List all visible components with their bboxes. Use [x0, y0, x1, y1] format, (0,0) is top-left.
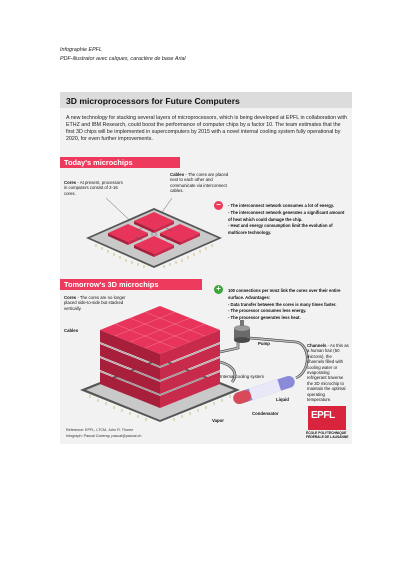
today-cables-label: Cables - The cores are placed next to ea… — [170, 172, 229, 194]
today-section-bar — [60, 157, 180, 168]
interconnect-cables — [135, 227, 173, 241]
drawback-item: - The interconnect network generates a s… — [228, 209, 345, 222]
pump-label: Pump — [258, 341, 270, 346]
title-bar — [60, 92, 352, 108]
tomorrow-chip-illustration — [80, 306, 309, 422]
footer-reference: Reference: EPFL, LTCM, John R. Thome — [66, 428, 134, 432]
epfl-logo-subtitle: ÉCOLE POLYTECHNIQUE FÉDÉRALE DE LAUSANNE — [306, 431, 349, 439]
plus-icon: + — [214, 285, 223, 294]
advantage-item: - The processor generates less heat. — [228, 315, 301, 321]
advantage-item: - Data transfer between the cores is man… — [228, 301, 337, 307]
tomorrow-section-title: Tomorrow's 3D microchips — [64, 280, 159, 289]
core-block-left — [108, 224, 148, 245]
condensator-label: Condensator — [252, 411, 279, 416]
today-chip-illustration — [86, 197, 222, 268]
minus-icon: − — [214, 201, 223, 210]
stack-layer-3 — [100, 358, 220, 394]
cooling-channels — [99, 342, 221, 396]
stack-layer-4 — [100, 372, 220, 408]
infographic-title: 3D microprocessors for Future Computers — [66, 96, 240, 106]
drawback-item: - Heat and energy consumption limit the … — [228, 223, 333, 236]
tomorrow-cables-label: Cables — [64, 328, 79, 333]
footer-infographic-credit: Infograph: Pascal Coderay, pascal@pascal… — [66, 434, 142, 438]
advantage-item: - The processor consumes less energy. — [228, 308, 307, 314]
epfl-logo: EPFL — [308, 406, 346, 430]
advantage-item: 100 connections per mm2 link the cores o… — [228, 288, 341, 300]
internal-cooling-label: Internal cooling system — [220, 374, 264, 379]
condensator-icon — [233, 375, 295, 405]
liquid-label: Liquid — [276, 397, 289, 402]
intro-paragraph: A new technology for stacking several la… — [66, 115, 347, 143]
stack-pins — [89, 395, 231, 421]
today-drawbacks-list: - The interconnect network consumes a lo… — [228, 203, 346, 237]
pump-icon — [234, 320, 250, 343]
core-block-top — [134, 212, 174, 233]
epfl-logo-mark: EPFL — [311, 410, 335, 421]
tomorrow-cores-label: Cores - The cores are no longer placed s… — [64, 295, 126, 311]
today-cores-label: Cores - At present, processors in comput… — [64, 180, 123, 196]
core-block-right — [160, 224, 200, 245]
header-line-2: PDF-illustrator avec calques, caractère … — [60, 56, 186, 62]
tomorrow-section-bar — [60, 279, 202, 290]
chip-pins — [95, 244, 213, 268]
core-grid-lines — [114, 311, 206, 349]
tomorrow-advantages-list: 100 connections per mm2 link the cores o… — [228, 288, 346, 322]
core-block-bottom — [134, 236, 174, 257]
vapor-label: Vapor — [212, 418, 224, 423]
drawback-item: - The interconnect network consumes a lo… — [228, 203, 335, 208]
channels-label: Channels - As thin as a human hair (50 m… — [307, 343, 349, 403]
today-section-title: Today's microchips — [64, 158, 133, 167]
stack-layer-2 — [100, 344, 220, 380]
header-line-1: Infographie EPFL — [60, 47, 102, 53]
